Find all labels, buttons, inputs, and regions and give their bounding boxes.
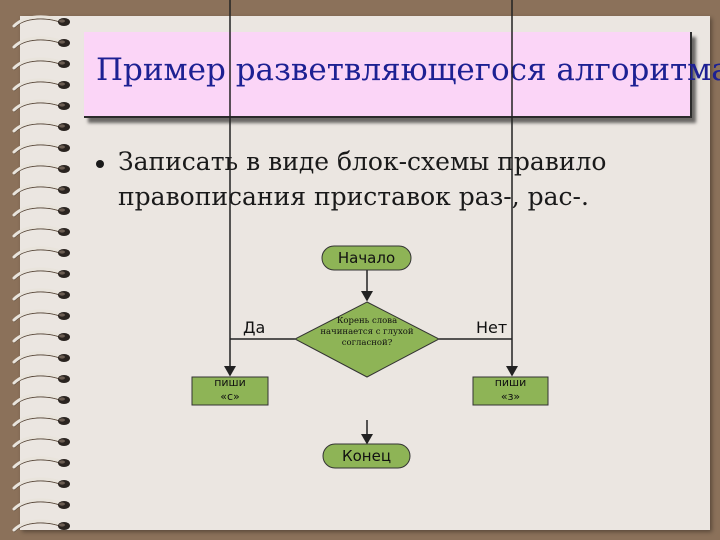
- spiral-coil: [12, 351, 70, 365]
- spiral-coil: [12, 204, 70, 218]
- action-box-yes: [191, 376, 269, 406]
- spiral-coil: [12, 519, 70, 533]
- spiral-coil: [12, 36, 70, 50]
- yes-action-line1: пиши: [214, 376, 246, 389]
- spiral-coil: [12, 309, 70, 323]
- spiral-coil: [12, 435, 70, 449]
- spiral-coil: [12, 246, 70, 260]
- title-box: Пример разветвляющегося алгоритма: [84, 32, 720, 118]
- spiral-coil: [12, 162, 70, 176]
- no-action-line2: «з»: [500, 390, 521, 403]
- spiral-binding: [12, 15, 70, 533]
- no-label: Нет: [476, 318, 508, 337]
- yes-action-line2: «с»: [220, 390, 240, 403]
- bullet-icon: [96, 160, 104, 168]
- condition-diamond: [293, 301, 441, 378]
- bullet-text-line1: Записать в виде блок-схемы правило: [118, 147, 607, 176]
- action-box-no: [472, 376, 549, 406]
- spiral-coil: [12, 183, 70, 197]
- slide-title: Пример разветвляющегося алгоритма: [96, 52, 720, 88]
- spiral-coil: [12, 456, 70, 470]
- spiral-coil: [12, 120, 70, 134]
- spiral-coil: [12, 15, 70, 29]
- spiral-coil: [12, 372, 70, 386]
- yes-action-label: пиши «с»: [192, 376, 268, 404]
- spiral-coil: [12, 225, 70, 239]
- no-action-label: пиши «з»: [473, 376, 548, 404]
- spiral-coil: [12, 78, 70, 92]
- bullet-text-line2: правописания приставок раз-, рас-.: [118, 182, 589, 211]
- spiral-coil: [12, 414, 70, 428]
- spiral-coil: [12, 99, 70, 113]
- spiral-coil: [12, 498, 70, 512]
- spiral-coil: [12, 267, 70, 281]
- no-action-line1: пиши: [494, 376, 527, 389]
- spiral-coil: [12, 141, 70, 155]
- end-label: Конец: [341, 447, 392, 465]
- spiral-coil: [12, 57, 70, 71]
- start-label: Начало: [337, 249, 396, 267]
- start-terminator: [321, 245, 412, 271]
- end-terminator: [322, 443, 411, 469]
- yes-label: Да: [243, 318, 266, 337]
- spiral-coil: [12, 288, 70, 302]
- spiral-coil: [12, 477, 70, 491]
- condition-label: Корень слова начинается с глухой согласн…: [320, 316, 414, 348]
- spiral-coil: [12, 393, 70, 407]
- spiral-coil: [12, 330, 70, 344]
